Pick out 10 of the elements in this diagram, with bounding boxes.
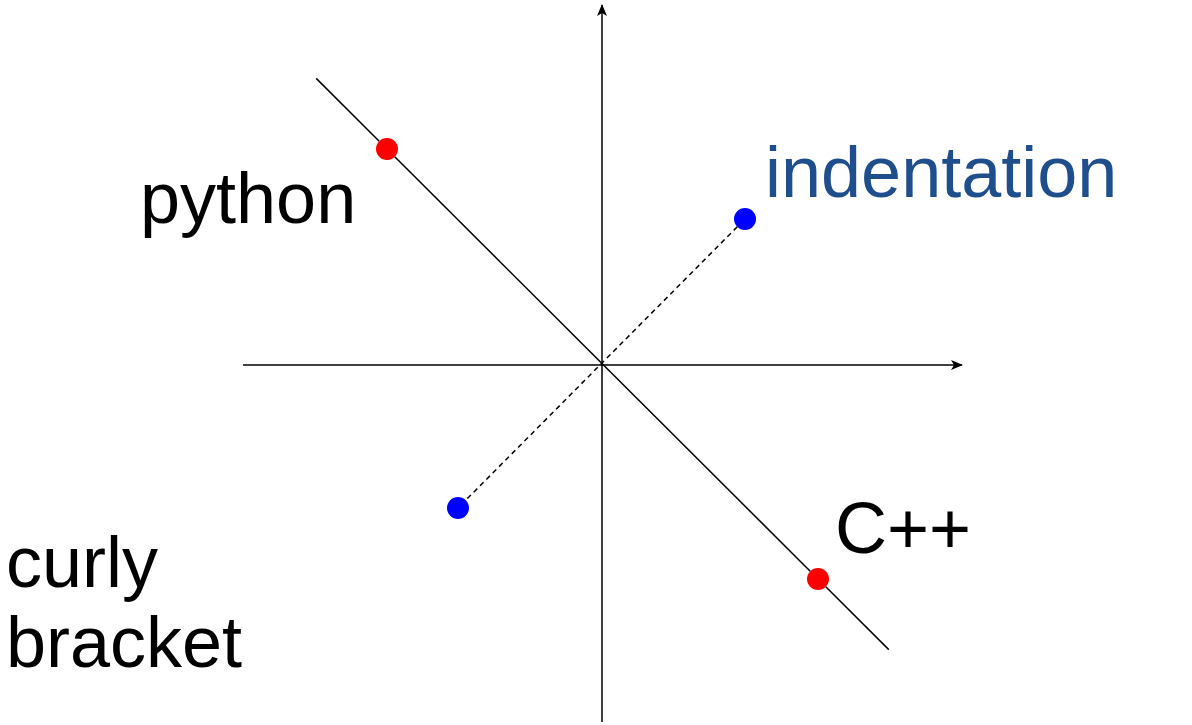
word-label: C++	[835, 488, 972, 568]
word-label: curly bracket	[6, 522, 244, 682]
data-point	[734, 208, 756, 230]
data-point	[807, 568, 829, 590]
line	[394, 156, 811, 572]
word-label: python	[140, 158, 357, 238]
data-point	[447, 497, 469, 519]
word-label: indentation	[765, 132, 1118, 212]
dashed-line	[465, 226, 738, 501]
data-point	[376, 138, 398, 160]
